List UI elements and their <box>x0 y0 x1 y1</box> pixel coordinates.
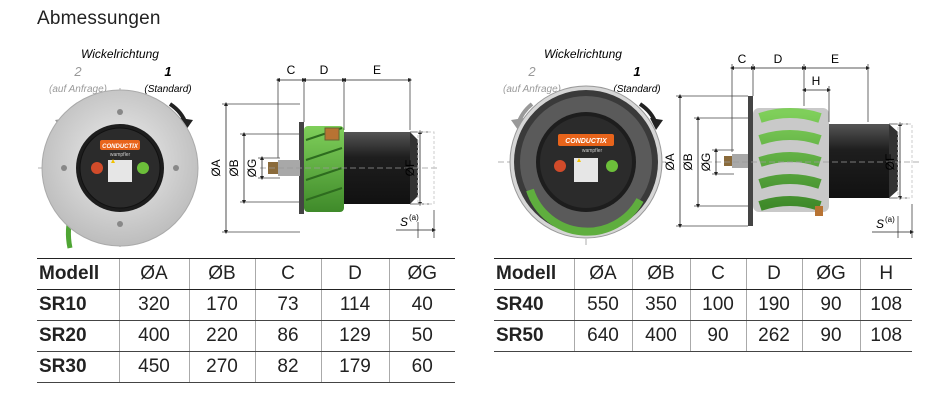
dim-S-label: S <box>400 215 408 229</box>
table-cell: 350 <box>631 289 690 321</box>
direction-2-arrow-icon <box>516 102 534 125</box>
header-cell: ØG <box>801 258 860 290</box>
table-cell: 50 <box>388 320 455 352</box>
winding-label: Wickelrichtung <box>544 47 622 61</box>
table-cell: 82 <box>254 351 321 383</box>
dim-E-label: E <box>373 63 381 77</box>
table-row: SR20 400 220 86 129 50 <box>37 320 455 352</box>
table-cell: 108 <box>859 320 912 352</box>
direction-2-text: (auf Anfrage) <box>49 84 107 95</box>
dimensions-table-right: Modell ØA ØB C D ØG H SR40 550 350 100 1… <box>494 258 912 352</box>
header-cell: Modell <box>494 258 574 290</box>
table-cell: 170 <box>188 289 255 321</box>
model-cell: SR40 <box>494 289 574 321</box>
dim-C-label: C <box>738 52 747 66</box>
table-cell: 400 <box>118 320 189 352</box>
header-cell: ØA <box>118 258 189 290</box>
hose-coil <box>526 188 644 236</box>
dim-F-label: ØF <box>883 154 897 171</box>
table-cell: 400 <box>631 320 690 352</box>
housing-disc <box>509 85 663 239</box>
brand-logo <box>100 140 140 150</box>
table-cell: 73 <box>254 289 321 321</box>
dim-S-superscript: (a) <box>885 215 895 224</box>
header-cell: C <box>254 258 321 290</box>
direction-1-text: (Standard) <box>144 84 191 95</box>
motor-housing <box>829 124 889 198</box>
table-row: SR30 450 270 82 179 60 <box>37 351 455 383</box>
dim-B-label: ØB <box>681 153 695 170</box>
table-cell: 114 <box>320 289 389 321</box>
svg-text:CONDUCTIX: CONDUCTIX <box>102 144 139 150</box>
header-cell: Modell <box>37 258 119 290</box>
dim-H-label: H <box>812 74 821 88</box>
model-cell: SR30 <box>37 351 119 383</box>
table-header-row: Modell ØA ØB C D ØG <box>37 258 455 290</box>
direction-1-arrow-icon <box>638 102 658 125</box>
direction-2-number: 2 <box>73 64 82 79</box>
dim-G-label: ØG <box>699 153 713 172</box>
header-cell: D <box>745 258 802 290</box>
dim-E-label: E <box>831 52 839 66</box>
table-row: SR50 640 400 90 262 90 108 <box>494 320 912 352</box>
header-cell: H <box>859 258 912 290</box>
header-cell: ØA <box>573 258 632 290</box>
table-cell: 450 <box>118 351 189 383</box>
table-cell: 220 <box>188 320 255 352</box>
model-cell: SR20 <box>37 320 119 352</box>
svg-text:wampfler: wampfler <box>110 152 131 158</box>
dim-D-label: D <box>320 63 329 77</box>
dim-D-label: D <box>774 52 783 66</box>
svg-text:wampfler: wampfler <box>582 148 603 154</box>
table-header-row: Modell ØA ØB C D ØG H <box>494 258 912 290</box>
table-cell: 550 <box>573 289 632 321</box>
table-cell: 40 <box>388 289 455 321</box>
left-drawing: Wickelrichtung 2 (auf Anfrage) 1 (Standa… <box>38 47 440 249</box>
table-cell: 108 <box>859 289 912 321</box>
direction-2-number: 2 <box>527 64 536 79</box>
table-cell: 640 <box>573 320 632 352</box>
direction-1-number: 1 <box>633 64 640 79</box>
table-cell: 60 <box>388 351 455 383</box>
header-cell: ØG <box>388 258 455 290</box>
brand-logo <box>558 134 614 146</box>
dimensions-table-left: Modell ØA ØB C D ØG SR10 320 170 73 114 … <box>37 258 455 383</box>
model-cell: SR10 <box>37 289 119 321</box>
table-cell: 270 <box>188 351 255 383</box>
table-cell: 129 <box>320 320 389 352</box>
dim-G-label: ØG <box>245 159 259 178</box>
dim-S-label: S <box>876 217 884 231</box>
direction-1-text: (Standard) <box>613 84 660 95</box>
table-cell: 90 <box>801 289 860 321</box>
table-cell: 190 <box>745 289 802 321</box>
table-cell: 90 <box>689 320 746 352</box>
dim-S-superscript: (a) <box>409 213 419 222</box>
dim-B-label: ØB <box>227 159 241 176</box>
dim-A-label: ØA <box>209 159 223 176</box>
header-cell: C <box>689 258 746 290</box>
direction-2-text: (auf Anfrage) <box>503 84 561 95</box>
table-cell: 90 <box>801 320 860 352</box>
header-cell: ØB <box>631 258 690 290</box>
table-cell: 86 <box>254 320 321 352</box>
table-cell: 179 <box>320 351 389 383</box>
dim-F-label: ØF <box>403 160 417 177</box>
header-cell: ØB <box>188 258 255 290</box>
dim-C-label: C <box>287 63 296 77</box>
direction-1-number: 1 <box>164 64 171 79</box>
table-cell: 320 <box>118 289 189 321</box>
table-cell: 100 <box>689 289 746 321</box>
winding-label: Wickelrichtung <box>81 47 159 61</box>
svg-text:CONDUCTIX: CONDUCTIX <box>565 138 608 145</box>
header-cell: D <box>320 258 389 290</box>
hose-drum <box>753 108 829 212</box>
page-title: Abmessungen <box>37 8 161 29</box>
dim-A-label: ØA <box>663 153 677 170</box>
table-cell: 262 <box>745 320 802 352</box>
model-cell: SR50 <box>494 320 574 352</box>
table-row: SR10 320 170 73 114 40 <box>37 289 455 321</box>
table-row: SR40 550 350 100 190 90 108 <box>494 289 912 321</box>
